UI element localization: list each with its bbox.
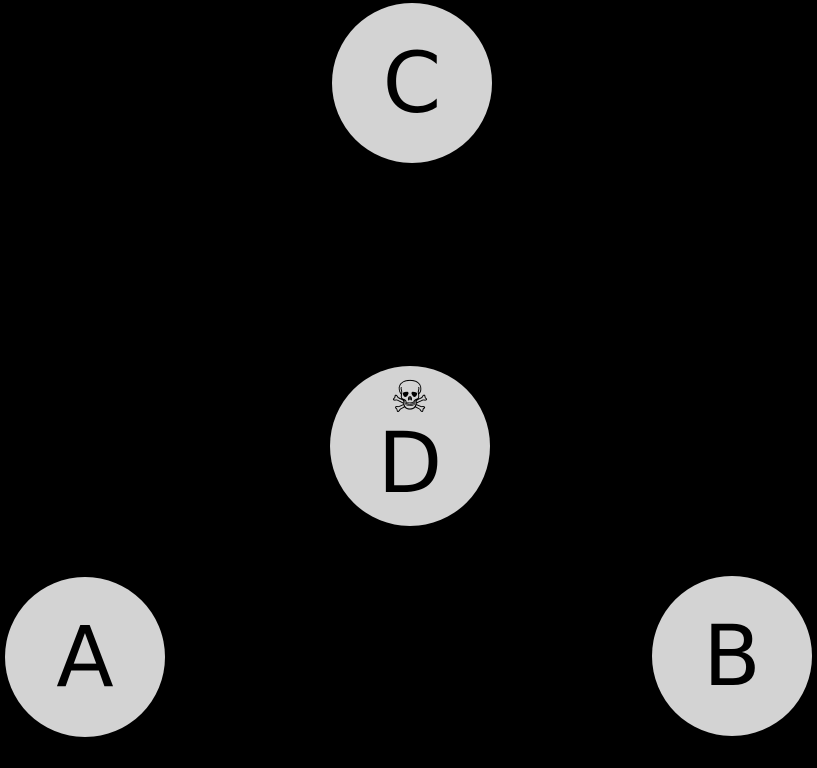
node-b: B	[652, 576, 812, 736]
node-b-label: B	[703, 607, 761, 705]
node-c: C	[332, 3, 492, 163]
node-d: ☠ D	[330, 366, 490, 526]
node-a: A	[5, 577, 165, 737]
node-a-label: A	[56, 608, 114, 706]
node-c-label: C	[382, 34, 442, 132]
node-d-content: ☠ D	[377, 371, 443, 512]
skull-and-crossbones-icon: ☠	[390, 371, 430, 423]
node-d-label: D	[377, 413, 443, 512]
